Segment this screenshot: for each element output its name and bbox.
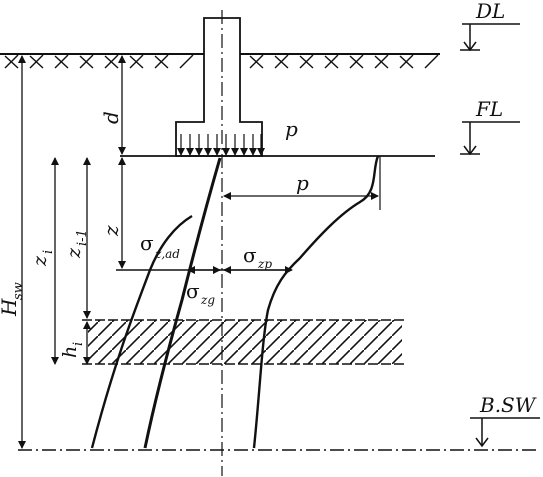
sigma-zad-sub: z,ad (154, 247, 180, 261)
sigma-zp-label: σ (243, 243, 257, 267)
fl-level-marker: FL (460, 97, 520, 156)
soil-layer-hatched (82, 319, 404, 365)
sigma-zad-annotation: σ z,ad (140, 231, 180, 261)
contact-pressure-arrows (177, 134, 265, 156)
p-width-label: p (296, 171, 309, 195)
d-label: d (99, 111, 123, 124)
zi-dimension: z i (29, 157, 59, 365)
hi-label: h (59, 346, 81, 358)
zi-1-label: z (63, 247, 85, 259)
dl-level-marker: DL (460, 0, 520, 52)
hsw-dimension: H sw (0, 55, 26, 449)
footing (175, 17, 263, 157)
z-label: z (99, 225, 123, 237)
d-dimension: d (99, 55, 126, 155)
p-width-dimension: p (223, 156, 381, 210)
sigma-zp-dimension: σ zp (223, 243, 293, 274)
hsw-sub: sw (11, 282, 26, 300)
zi-1-sub: i-1 (75, 229, 90, 246)
hsw-label: H (0, 298, 21, 317)
sigma-zg-curve (143, 157, 222, 449)
z-dimension: z (99, 157, 126, 269)
zi-label: z (29, 255, 51, 267)
sigma-zp-sub: zp (257, 257, 272, 271)
fl-label: FL (475, 97, 503, 121)
sigma-zad-curve (90, 214, 193, 449)
bsw-label: B.SW (479, 393, 537, 417)
zi-sub: i (41, 250, 56, 254)
dl-label: DL (475, 0, 505, 23)
bsw-level-marker: B.SW (470, 393, 540, 448)
sigma-zp-curve (252, 155, 380, 449)
hi-sub: i (71, 342, 86, 346)
p-load-label: p (285, 117, 298, 141)
sigma-zad-label: σ (140, 231, 154, 255)
zi-1-dimension: z i-1 (63, 157, 91, 319)
sigma-zg-sub: zg (200, 293, 215, 307)
sigma-zg-label: σ (186, 279, 200, 303)
hi-dimension: h i (59, 321, 91, 365)
sigma-zg-dimension: σ zg (186, 266, 221, 307)
